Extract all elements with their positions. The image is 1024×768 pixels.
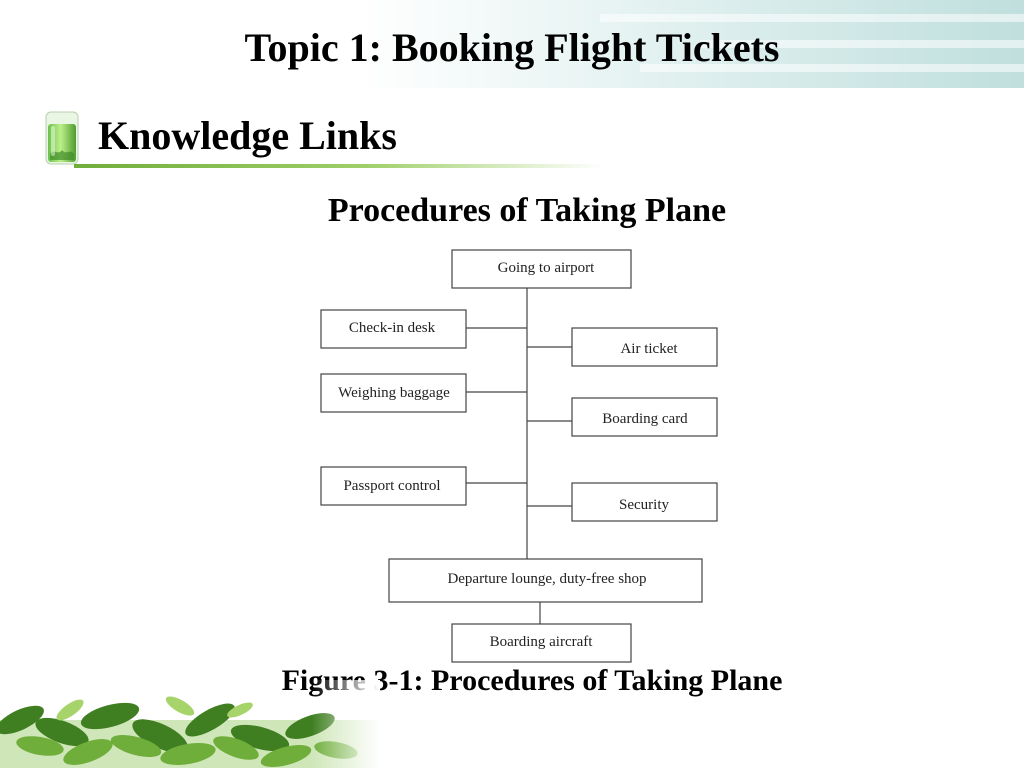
node-boarding-card: Boarding card: [571, 397, 718, 437]
node-label: Air ticket: [620, 341, 678, 357]
header-streak: [600, 14, 1024, 22]
node-label: Boarding aircraft: [490, 634, 594, 650]
section-underline: [74, 164, 604, 168]
node-label: Weighing baggage: [338, 385, 450, 401]
node-passport-control: Passport control: [320, 466, 467, 506]
glass-of-green-tea-icon: [45, 111, 79, 165]
node-label: Passport control: [343, 478, 440, 494]
node-going-to-airport: Going to airport: [451, 249, 632, 289]
section-header: Knowledge Links: [44, 104, 604, 174]
node-label: Security: [619, 497, 669, 513]
node-security: Security: [571, 482, 718, 522]
node-boarding-aircraft: Boarding aircraft: [451, 623, 632, 663]
header-band: [0, 0, 1024, 88]
node-check-in-desk: Check-in desk: [320, 309, 467, 349]
header-streak: [640, 64, 1024, 72]
decorative-foliage-image: [0, 680, 380, 768]
diagram-title: Procedures of Taking Plane: [327, 192, 727, 229]
node-weighing-baggage: Weighing baggage: [320, 373, 467, 413]
node-departure-lounge: Departure lounge, duty-free shop: [388, 558, 703, 603]
node-label: Departure lounge, duty-free shop: [447, 571, 646, 587]
node-air-ticket: Air ticket: [571, 327, 718, 367]
header-streak: [700, 40, 1024, 48]
node-label: Boarding card: [602, 411, 688, 427]
node-label: Check-in desk: [349, 320, 436, 336]
section-title: Knowledge Links: [98, 113, 397, 158]
node-label: Going to airport: [498, 260, 595, 276]
page-title: Topic 1: Booking Flight Tickets: [244, 25, 780, 70]
